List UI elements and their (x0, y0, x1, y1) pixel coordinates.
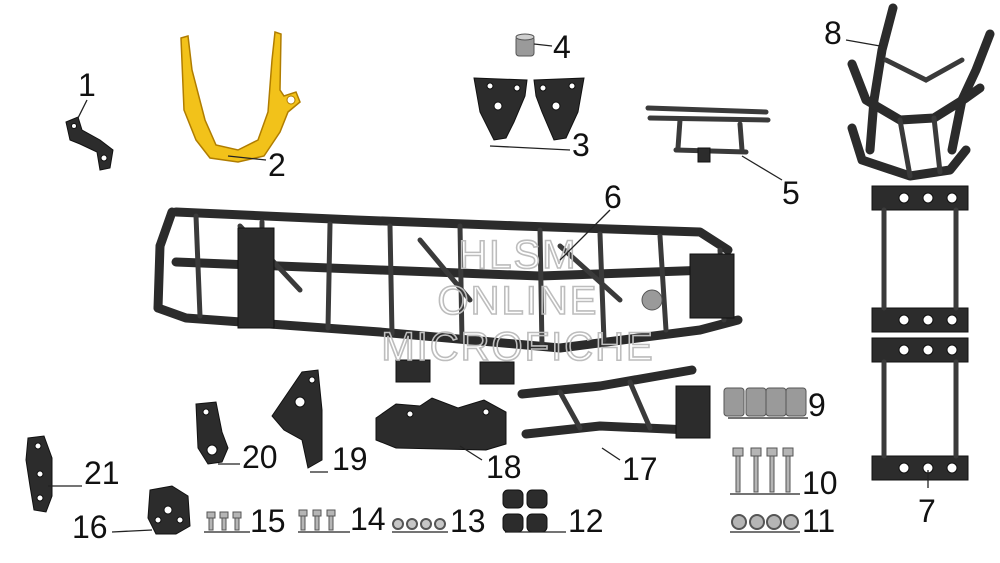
part-14-bolts (298, 509, 336, 531)
callout-4: 4 (553, 29, 571, 65)
part-13-nuts (392, 518, 446, 530)
part-7-skid-frame (871, 185, 969, 481)
callout-17: 17 (622, 451, 658, 487)
callout-21: 21 (84, 455, 120, 491)
callout-15: 15 (250, 503, 286, 539)
callout-6: 6 (604, 179, 622, 215)
part-10-bolts (732, 447, 794, 493)
part-16-bracket (147, 485, 191, 535)
callout-14: 14 (350, 501, 386, 537)
part-4-sleeve (515, 33, 535, 57)
callout-13: 13 (450, 503, 486, 539)
callout-10: 10 (802, 465, 838, 501)
part-11-nuts (731, 514, 799, 530)
part-21-plate (25, 435, 53, 513)
callout-2: 2 (268, 147, 286, 183)
callout-1: 1 (78, 67, 96, 103)
callout-3: 3 (572, 127, 590, 163)
part-20-bracket (195, 401, 229, 465)
callout-5: 5 (782, 175, 800, 211)
part-5-cross-bracket (645, 105, 771, 163)
watermark-line-1: HLSM (458, 233, 577, 277)
callout-numbers: 1 2 3 4 5 6 7 8 9 10 11 12 13 14 15 16 1… (72, 15, 936, 545)
callout-12: 12 (568, 503, 604, 539)
part-17-swingarm (517, 365, 711, 439)
part-2-guard (180, 30, 301, 163)
part-3-plates (473, 77, 585, 141)
part-9-bushings (723, 387, 807, 417)
watermark-line-3: MICROFICHE (381, 325, 654, 369)
callout-19: 19 (332, 441, 368, 477)
watermark-line-2: ONLINE (438, 279, 599, 323)
part-1-bracket (65, 116, 114, 171)
callout-18: 18 (486, 449, 522, 485)
part-15-bolts (206, 511, 242, 531)
callout-8: 8 (824, 15, 842, 51)
callout-9: 9 (808, 387, 826, 423)
leader-lines (48, 39, 929, 533)
watermark: HLSM ONLINE MICROFICHE (381, 232, 654, 370)
part-18-skid-plate (375, 397, 507, 451)
part-8-front-bumper (847, 3, 995, 181)
callout-20: 20 (242, 439, 278, 475)
part-6-main-frame (153, 207, 743, 385)
part-19-bracket (271, 369, 323, 469)
callout-7: 7 (918, 493, 936, 529)
part-12-rubber-mounts (502, 489, 548, 533)
callout-16: 16 (72, 509, 108, 545)
callout-11: 11 (802, 503, 835, 539)
